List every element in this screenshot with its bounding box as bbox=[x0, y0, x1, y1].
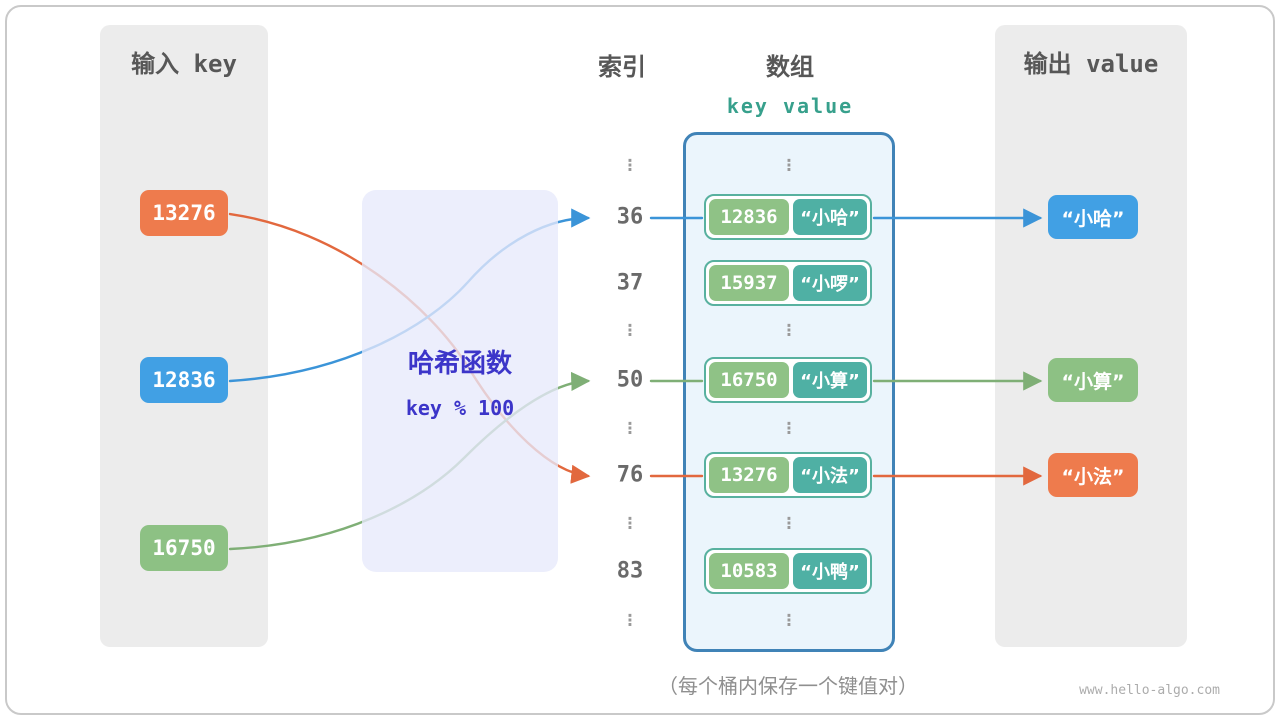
output-value-xiaoha: “小哈” bbox=[1048, 195, 1138, 239]
index-dots: ⋮ bbox=[622, 155, 638, 175]
output-value-title: 输出 value bbox=[1023, 50, 1159, 78]
index-dots: ⋮ bbox=[622, 418, 638, 438]
array-dots: ⋮ bbox=[781, 418, 797, 438]
pair-key: 12836 bbox=[709, 199, 789, 235]
input-key-12836: 12836 bbox=[140, 357, 228, 403]
bucket-pair-16750: 16750 “小算” bbox=[704, 357, 872, 403]
output-value-panel bbox=[995, 25, 1187, 647]
pair-value: “小哈” bbox=[793, 199, 867, 235]
array-dots: ⋮ bbox=[781, 155, 797, 175]
index-dots: ⋮ bbox=[622, 610, 638, 630]
index-76: 76 bbox=[616, 462, 644, 488]
hash-function-box: 哈希函数 key % 100 bbox=[362, 190, 558, 572]
hash-function-title: 哈希函数 bbox=[407, 348, 512, 379]
array-dots: ⋮ bbox=[781, 610, 797, 630]
index-83: 83 bbox=[616, 558, 644, 584]
array-title: 数组 bbox=[766, 53, 814, 81]
key-value-header: key value bbox=[726, 94, 854, 118]
input-key-13276: 13276 bbox=[140, 190, 228, 236]
pair-key: 15937 bbox=[709, 265, 789, 301]
output-value-xiaosuan: “小算” bbox=[1048, 358, 1138, 402]
bucket-pair-15937: 15937 “小啰” bbox=[704, 260, 872, 306]
hash-function-formula: key % 100 bbox=[405, 395, 515, 420]
outer-frame bbox=[5, 5, 1275, 715]
index-50: 50 bbox=[616, 367, 644, 393]
array-dots: ⋮ bbox=[781, 513, 797, 533]
pair-value: “小啰” bbox=[793, 265, 867, 301]
bucket-pair-12836: 12836 “小哈” bbox=[704, 194, 872, 240]
index-dots: ⋮ bbox=[622, 513, 638, 533]
index-column-title: 索引 bbox=[598, 53, 646, 81]
input-key-16750: 16750 bbox=[140, 525, 228, 571]
pair-key: 13276 bbox=[709, 457, 789, 493]
pair-key: 16750 bbox=[709, 362, 789, 398]
bucket-pair-13276: 13276 “小法” bbox=[704, 452, 872, 498]
input-key-title: 输入 key bbox=[131, 50, 237, 78]
array-dots: ⋮ bbox=[781, 320, 797, 340]
bucket-pair-10583: 10583 “小鸭” bbox=[704, 548, 872, 594]
site-watermark: www.hello-algo.com bbox=[1079, 683, 1220, 698]
pair-value: “小算” bbox=[793, 362, 867, 398]
output-value-xiaofa: “小法” bbox=[1048, 453, 1138, 497]
index-36: 36 bbox=[616, 204, 644, 230]
index-37: 37 bbox=[616, 270, 644, 296]
index-dots: ⋮ bbox=[622, 320, 638, 340]
pair-key: 10583 bbox=[709, 553, 789, 589]
bucket-caption: （每个桶内保存一个键值对） bbox=[658, 674, 918, 698]
pair-value: “小鸭” bbox=[793, 553, 867, 589]
pair-value: “小法” bbox=[793, 457, 867, 493]
